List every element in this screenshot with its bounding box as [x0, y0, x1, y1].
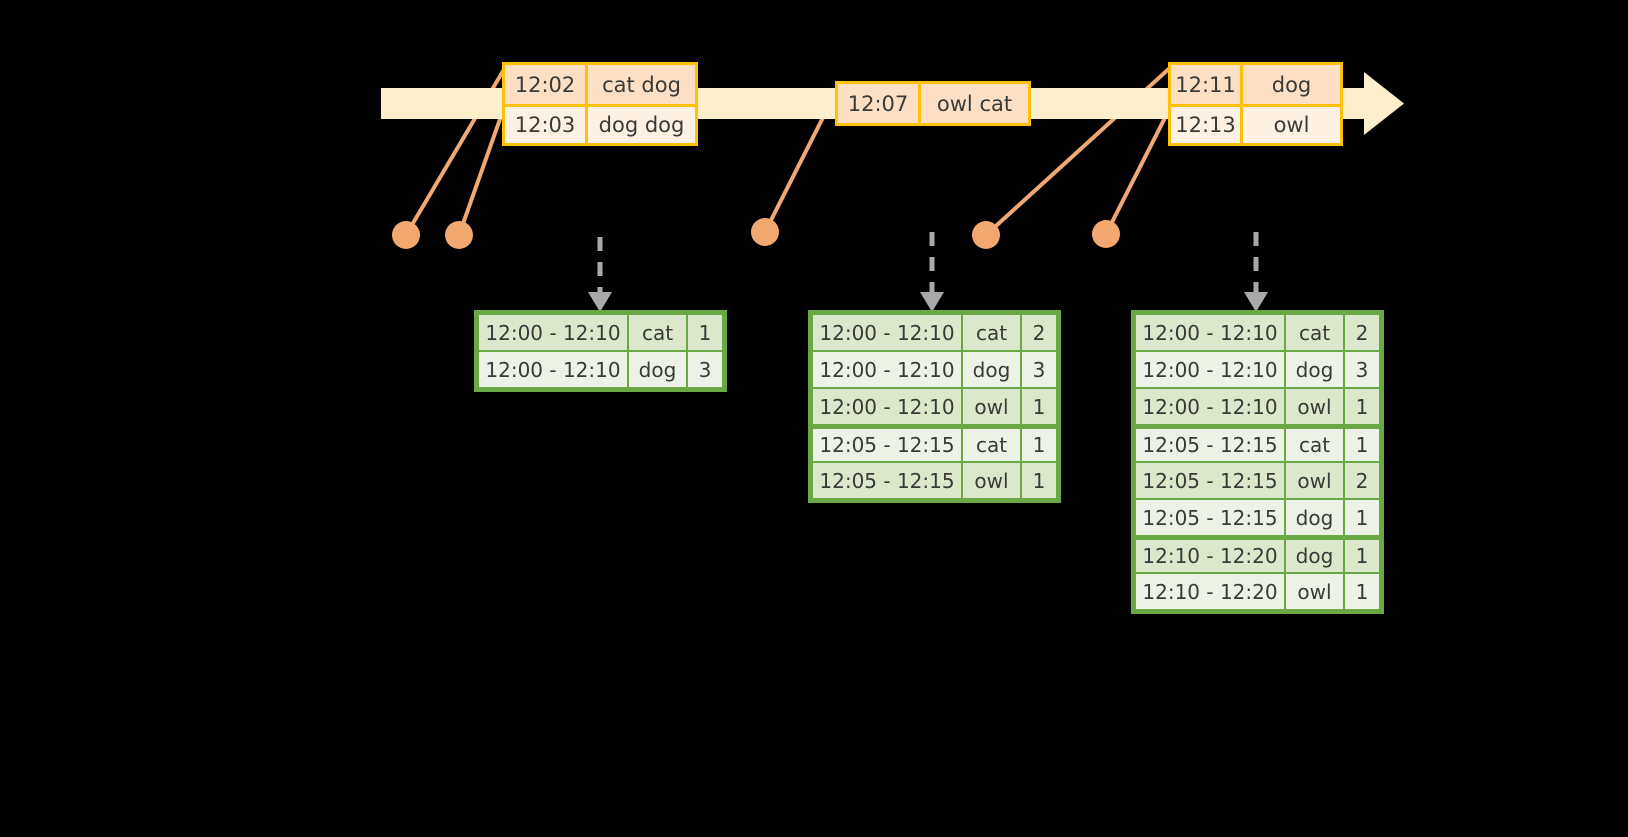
count-cell: 2	[1344, 462, 1380, 499]
window-cell: 12:00 - 12:10	[1135, 314, 1285, 351]
key-cell: dog	[1285, 351, 1344, 388]
key-cell: owl	[1285, 462, 1344, 499]
key-cell: owl	[1285, 573, 1344, 610]
count-cell: 2	[1021, 314, 1057, 351]
event-time: 12:13	[1171, 107, 1243, 143]
window-cell: 12:00 - 12:10	[812, 351, 962, 388]
event-dot-5	[1092, 220, 1120, 248]
window-cell: 12:00 - 12:10	[812, 388, 962, 425]
key-cell: owl	[962, 388, 1021, 425]
dashed-arrow-2	[920, 232, 944, 312]
window-cell: 12:00 - 12:10	[478, 314, 628, 351]
window-cell: 12:05 - 12:15	[1135, 462, 1285, 499]
window-cell: 12:05 - 12:15	[1135, 428, 1285, 462]
event-time: 12:11	[1171, 65, 1243, 104]
count-cell: 1	[1344, 539, 1380, 573]
dashed-arrow-2-head	[920, 292, 944, 312]
count-cell: 2	[1344, 314, 1380, 351]
dashed-arrow-3-head	[1244, 292, 1268, 312]
window-cell: 12:00 - 12:10	[1135, 351, 1285, 388]
event-words: owl cat	[921, 84, 1028, 123]
dashed-arrow-1	[588, 237, 612, 312]
count-cell: 1	[687, 314, 723, 351]
dashed-arrow-3	[1244, 232, 1268, 312]
connector-line-5	[1104, 103, 1174, 235]
key-cell: dog	[628, 351, 687, 388]
window-cell: 12:00 - 12:10	[1135, 388, 1285, 425]
window-cell: 12:10 - 12:20	[1135, 573, 1285, 610]
key-cell: dog	[962, 351, 1021, 388]
key-cell: cat	[1285, 314, 1344, 351]
key-cell: cat	[962, 428, 1021, 462]
event-words: dog	[1243, 65, 1340, 104]
window-cell: 12:05 - 12:15	[812, 462, 962, 499]
key-cell: dog	[1285, 499, 1344, 536]
key-cell: owl	[962, 462, 1021, 499]
count-cell: 3	[1021, 351, 1057, 388]
count-cell: 3	[1344, 351, 1380, 388]
key-cell: cat	[962, 314, 1021, 351]
count-cell: 1	[1344, 388, 1380, 425]
window-cell: 12:00 - 12:10	[812, 314, 962, 351]
count-cell: 1	[1344, 428, 1380, 462]
count-cell: 1	[1021, 462, 1057, 499]
event-time: 12:03	[505, 107, 588, 143]
event-words: owl	[1243, 107, 1340, 143]
event-dot-1	[392, 221, 420, 249]
count-cell: 1	[1021, 428, 1057, 462]
event-dot-4	[972, 221, 1000, 249]
count-cell: 1	[1344, 499, 1380, 536]
event-dot-2	[445, 221, 473, 249]
event-time: 12:02	[505, 65, 588, 104]
connector-line-2	[457, 104, 507, 236]
count-cell: 1	[1021, 388, 1057, 425]
event-words: dog dog	[588, 107, 695, 143]
window-cell: 12:05 - 12:15	[812, 428, 962, 462]
key-cell: owl	[1285, 388, 1344, 425]
count-cell: 1	[1344, 573, 1380, 610]
dashed-arrow-1-head	[588, 292, 612, 312]
key-cell: dog	[1285, 539, 1344, 573]
window-cell: 12:05 - 12:15	[1135, 499, 1285, 536]
window-cell: 12:10 - 12:20	[1135, 539, 1285, 573]
event-time: 12:07	[838, 84, 921, 123]
event-words: cat dog	[588, 65, 695, 104]
key-cell: cat	[1285, 428, 1344, 462]
window-cell: 12:00 - 12:10	[478, 351, 628, 388]
event-dot-3	[751, 218, 779, 246]
key-cell: cat	[628, 314, 687, 351]
count-cell: 3	[687, 351, 723, 388]
